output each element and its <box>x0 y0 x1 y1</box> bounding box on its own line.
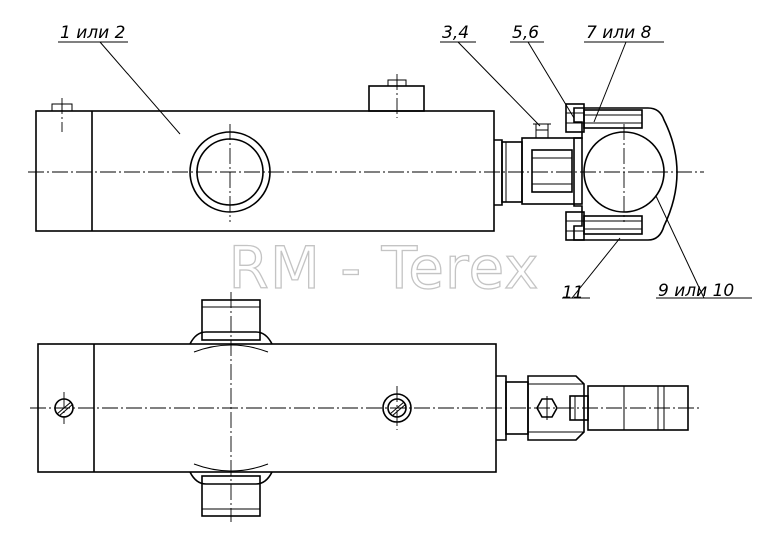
bottom-hex-nut <box>536 398 558 418</box>
top-port-fitting <box>368 85 425 112</box>
bottom-view <box>30 292 702 522</box>
callout-7-or-8: 7 или 8 <box>586 23 652 43</box>
top-rod-end-section <box>521 137 583 205</box>
callout-1-or-2: 1 или 2 <box>60 23 125 43</box>
callout-11: 11 <box>562 283 584 303</box>
top-view <box>28 74 704 241</box>
bottom-bolt <box>583 215 643 235</box>
grease-nipple <box>535 123 549 139</box>
top-bolt-head <box>565 103 585 133</box>
top-cylinder-body <box>35 110 495 232</box>
callout-3-4: 3,4 <box>442 23 469 43</box>
callout-9-or-10: 9 или 10 <box>658 281 734 301</box>
clamp-head <box>573 107 678 241</box>
watermark-text: RM - Terex <box>229 234 540 302</box>
top-bolt <box>583 109 643 129</box>
leader-lines <box>58 41 752 299</box>
bottom-bolt-head <box>565 211 585 241</box>
callout-5-6: 5,6 <box>512 23 539 43</box>
